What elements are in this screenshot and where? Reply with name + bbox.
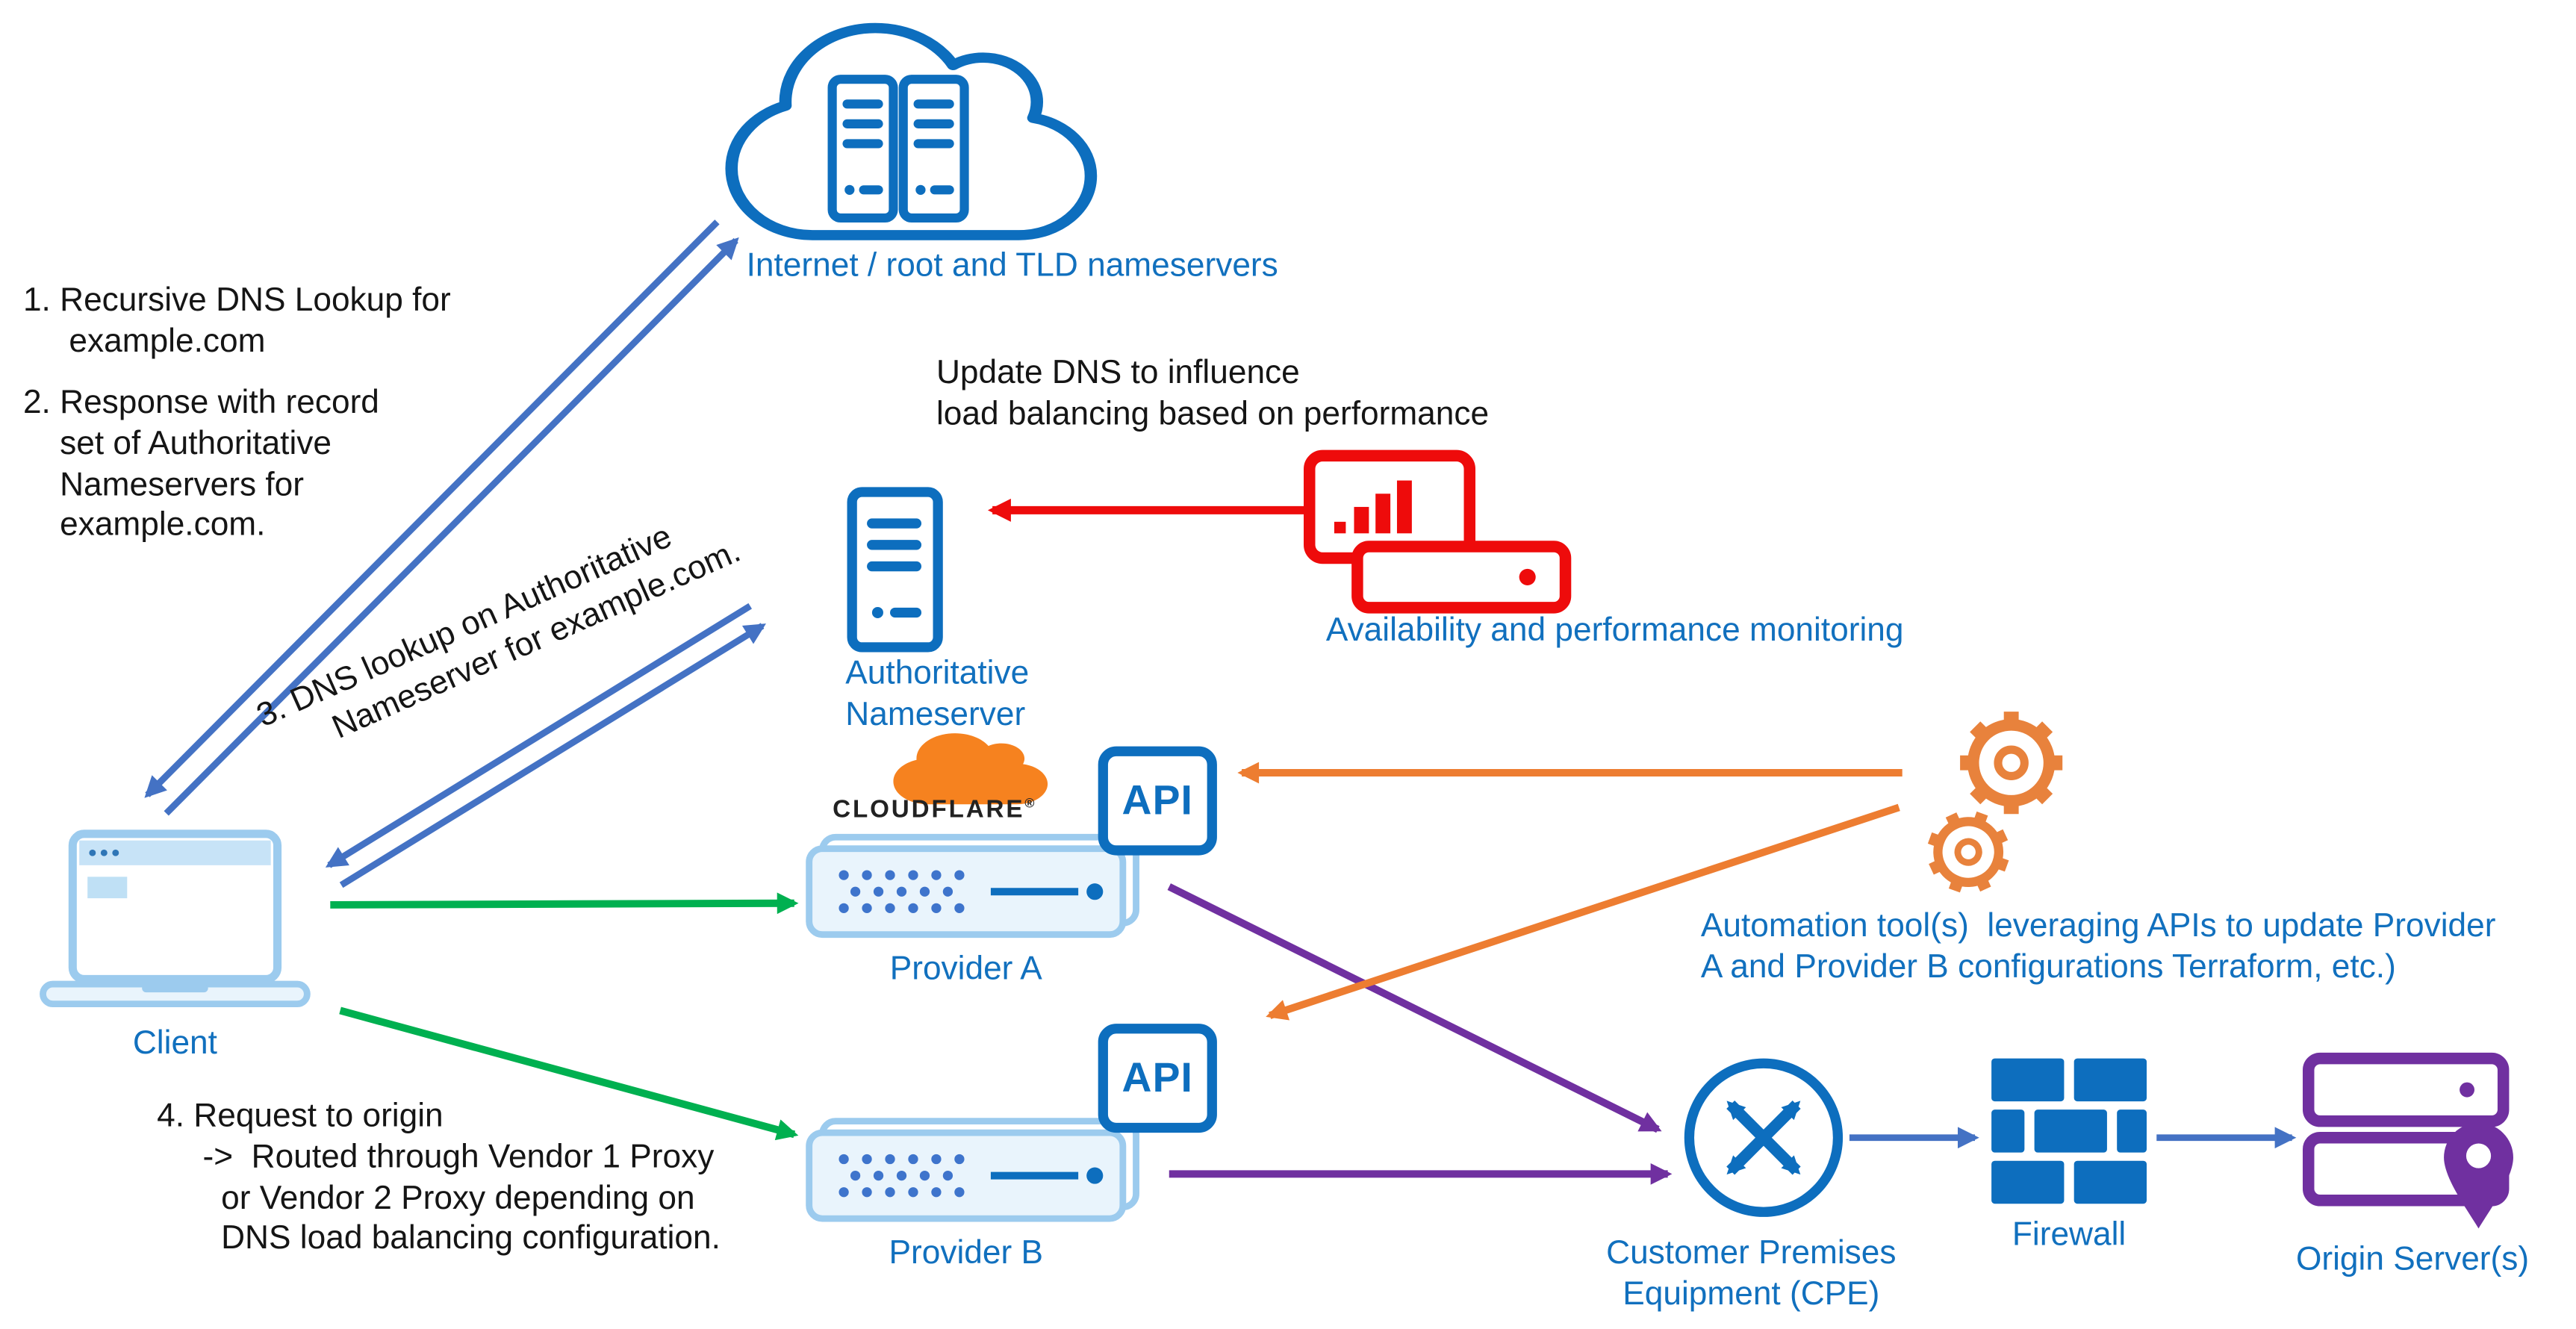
step1-note: 1. Recursive DNS Lookup for example.com: [22, 282, 451, 360]
provider-b-label: Provider B: [889, 1235, 1044, 1272]
cpe-label: Customer Premises Equipment (CPE): [1606, 1235, 1897, 1313]
authoritative-nameserver-label: Authoritative Nameserver: [845, 655, 1030, 733]
cpe-router-icon: [1684, 1058, 1844, 1217]
arrow-client-to-provider-a: [330, 892, 799, 915]
provider-b-appliance-icon: [806, 1118, 1139, 1222]
cloudflare-logo-icon: [893, 733, 1048, 805]
firewall-label: Firewall: [2012, 1216, 2127, 1254]
step4-note: 4. Request to origin -> Routed through V…: [157, 1098, 721, 1257]
arrow-client-to-provider-b: [339, 1006, 799, 1141]
authoritative-nameserver-icon: [847, 487, 943, 653]
api-a-label: API: [1121, 776, 1194, 824]
internet-label: Internet / root and TLD nameservers: [746, 247, 1278, 284]
arrow-recursive-lookup: [164, 237, 739, 816]
provider-a-label: Provider A: [889, 950, 1042, 988]
origin-servers-icon: [2302, 1052, 2513, 1229]
client-label: Client: [132, 1025, 217, 1062]
internet-cloud-icon: [725, 22, 1098, 240]
api-b-label: API: [1121, 1054, 1194, 1101]
arrows-layer: [144, 220, 2297, 1185]
cloudflare-brand-text: CLOUDFLARE: [833, 795, 1025, 824]
arrow-authns-query: [339, 623, 766, 888]
firewall-icon: [1991, 1058, 2147, 1204]
arrow-lookup-response: [144, 220, 720, 798]
api-b-badge: [1098, 1024, 1217, 1133]
update-dns-note: Update DNS to influence load balancing b…: [936, 355, 1490, 432]
client-laptop-icon: [40, 830, 311, 1008]
provider-a-appliance-icon: [806, 833, 1139, 939]
arrow-authns-response: [325, 603, 753, 868]
monitoring-label: Availability and performance monitoring: [1325, 612, 1904, 650]
arrow-provider-a-to-cpe: [1167, 883, 1662, 1133]
arrow-automation-to-api-b: [1266, 803, 1900, 1021]
step2-note: 2. Response with record set of Authorita…: [22, 385, 379, 544]
monitoring-icon: [1304, 449, 1572, 614]
registered-mark: ®: [1024, 795, 1037, 811]
api-a-badge: [1098, 746, 1217, 856]
cloudflare-wordmark: CLOUDFLARE®: [822, 796, 1047, 827]
automation-note: Automation tool(s) leveraging APIs to up…: [1700, 908, 2496, 986]
origin-servers-label: Origin Server(s): [2295, 1242, 2530, 1278]
automation-gears-icon: [1927, 712, 2063, 893]
